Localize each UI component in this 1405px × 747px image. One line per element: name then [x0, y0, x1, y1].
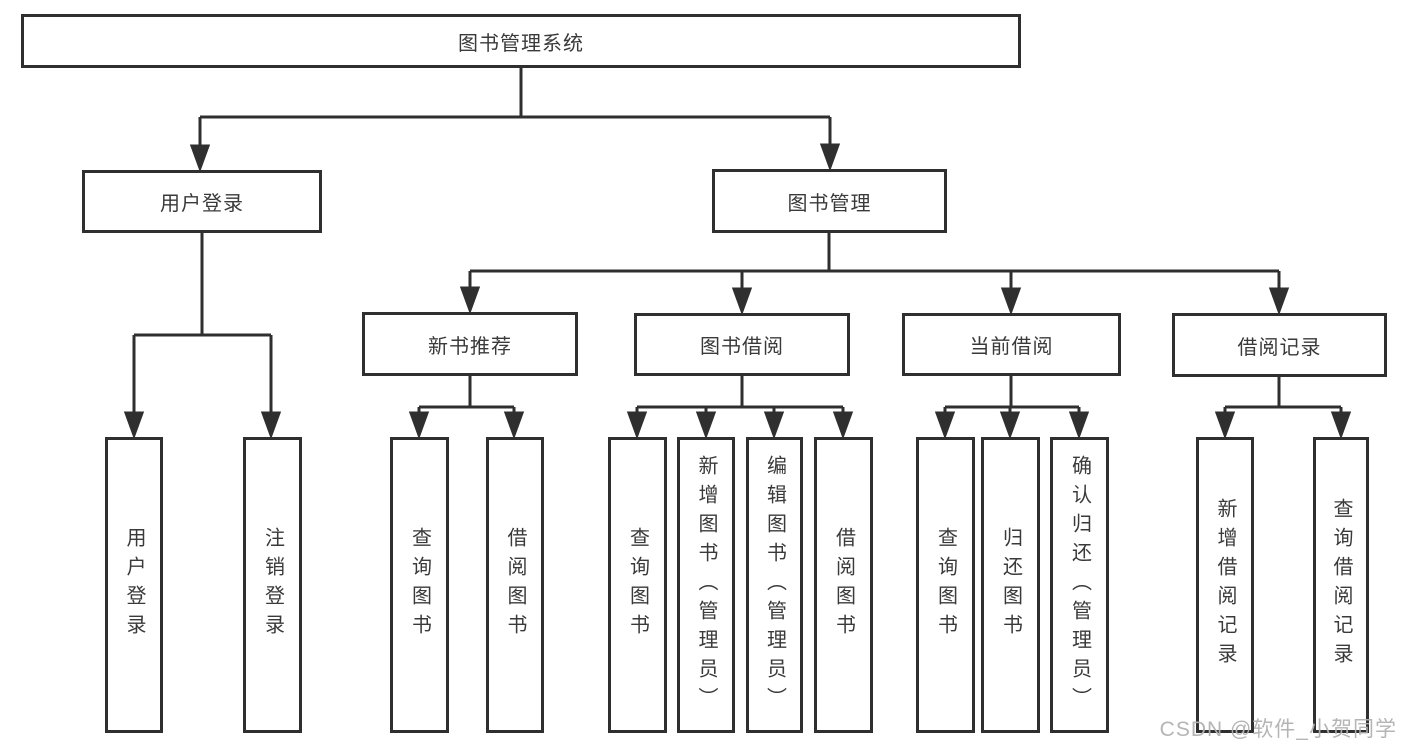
leaf-edit-book-admin-label: 编辑图书（管理员） [763, 454, 786, 716]
leaf-query-books-borrow: 查询图书 [608, 437, 667, 733]
arrow-down-icon [832, 411, 854, 440]
arrow-down-icon [1000, 287, 1022, 316]
leaf-query-books-current-label: 查询图书 [934, 527, 957, 643]
connector-book-management-to-level3 [459, 233, 1290, 316]
arrow-down-icon [189, 144, 211, 173]
arrow-down-icon [1268, 287, 1290, 316]
leaf-borrow-books-2-label: 借阅图书 [832, 527, 855, 643]
arrow-down-icon [934, 411, 956, 440]
leaf-borrow-books-recommend: 借阅图书 [486, 437, 544, 733]
node-book-management: 图书管理 [712, 169, 947, 233]
arrow-down-icon [1214, 411, 1236, 440]
connector-root-to-level2 [189, 67, 841, 173]
leaf-add-book-admin: 新增图书（管理员） [677, 437, 735, 733]
arrow-down-icon [1330, 411, 1352, 440]
arrow-down-icon [260, 411, 282, 440]
connector-book-borrow-to-leaves [626, 376, 854, 440]
node-borrow-records: 借阅记录 [1172, 313, 1387, 377]
arrow-down-icon [123, 411, 145, 440]
leaf-confirm-return-admin: 确认归还（管理员） [1050, 437, 1109, 733]
leaf-query-books-current: 查询图书 [916, 437, 975, 733]
leaf-confirm-return-admin-label: 确认归还（管理员） [1068, 454, 1091, 716]
arrow-down-icon [626, 411, 648, 440]
leaf-add-book-admin-label: 新增图书（管理员） [695, 454, 717, 716]
leaf-query-books-recommend-label: 查询图书 [408, 527, 431, 643]
leaf-query-borrow-record-label: 查询借阅记录 [1330, 498, 1352, 672]
arrow-down-icon [695, 411, 717, 440]
node-new-book-recommend: 新书推荐 [362, 312, 578, 376]
leaf-logout-label: 注销登录 [261, 527, 284, 643]
node-book-management-label: 图书管理 [787, 192, 872, 215]
leaf-borrow-books-recommend-label: 借阅图书 [504, 527, 526, 643]
connector-current-borrow-to-leaves [934, 376, 1090, 440]
arrow-down-icon [763, 411, 785, 440]
leaf-user-login-label: 用户登录 [123, 527, 145, 643]
node-user-login: 用户登录 [82, 170, 322, 233]
node-current-borrow: 当前借阅 [902, 313, 1121, 376]
arrow-down-icon [999, 411, 1021, 440]
leaf-add-borrow-record-label: 新增借阅记录 [1214, 498, 1236, 672]
node-root: 图书管理系统 [21, 14, 1021, 68]
node-new-book-recommend-label: 新书推荐 [428, 335, 512, 358]
connector-user-login-to-leaves [123, 233, 282, 440]
leaf-query-books-borrow-label: 查询图书 [626, 527, 649, 643]
arrow-down-icon [819, 143, 841, 172]
arrow-down-icon [731, 287, 753, 316]
node-root-label: 图书管理系统 [458, 32, 584, 55]
node-user-login-label: 用户登录 [160, 193, 244, 215]
leaf-query-borrow-record: 查询借阅记录 [1313, 437, 1369, 733]
arrow-down-icon [503, 411, 525, 440]
node-book-borrow-label: 图书借阅 [700, 336, 784, 358]
arrow-down-icon [1068, 411, 1090, 440]
leaf-logout: 注销登录 [243, 437, 302, 733]
connector-new-book-recommend-to-leaves [408, 376, 525, 440]
watermark-text: CSDN @软件_小贺同学 [1159, 718, 1397, 741]
node-borrow-records-label: 借阅记录 [1237, 336, 1322, 359]
connector-borrow-records-to-leaves [1214, 377, 1352, 440]
node-current-borrow-label: 当前借阅 [969, 336, 1054, 358]
arrow-down-icon [459, 286, 481, 315]
leaf-return-book: 归还图书 [981, 437, 1040, 733]
leaf-borrow-books-2: 借阅图书 [814, 437, 873, 733]
leaf-query-books-recommend: 查询图书 [390, 437, 449, 733]
leaf-add-borrow-record: 新增借阅记录 [1196, 437, 1254, 733]
leaf-edit-book-admin: 编辑图书（管理员） [746, 437, 803, 733]
leaf-user-login: 用户登录 [105, 437, 163, 733]
leaf-return-book-label: 归还图书 [999, 527, 1022, 643]
node-book-borrow: 图书借阅 [634, 313, 850, 376]
arrow-down-icon [408, 411, 430, 440]
